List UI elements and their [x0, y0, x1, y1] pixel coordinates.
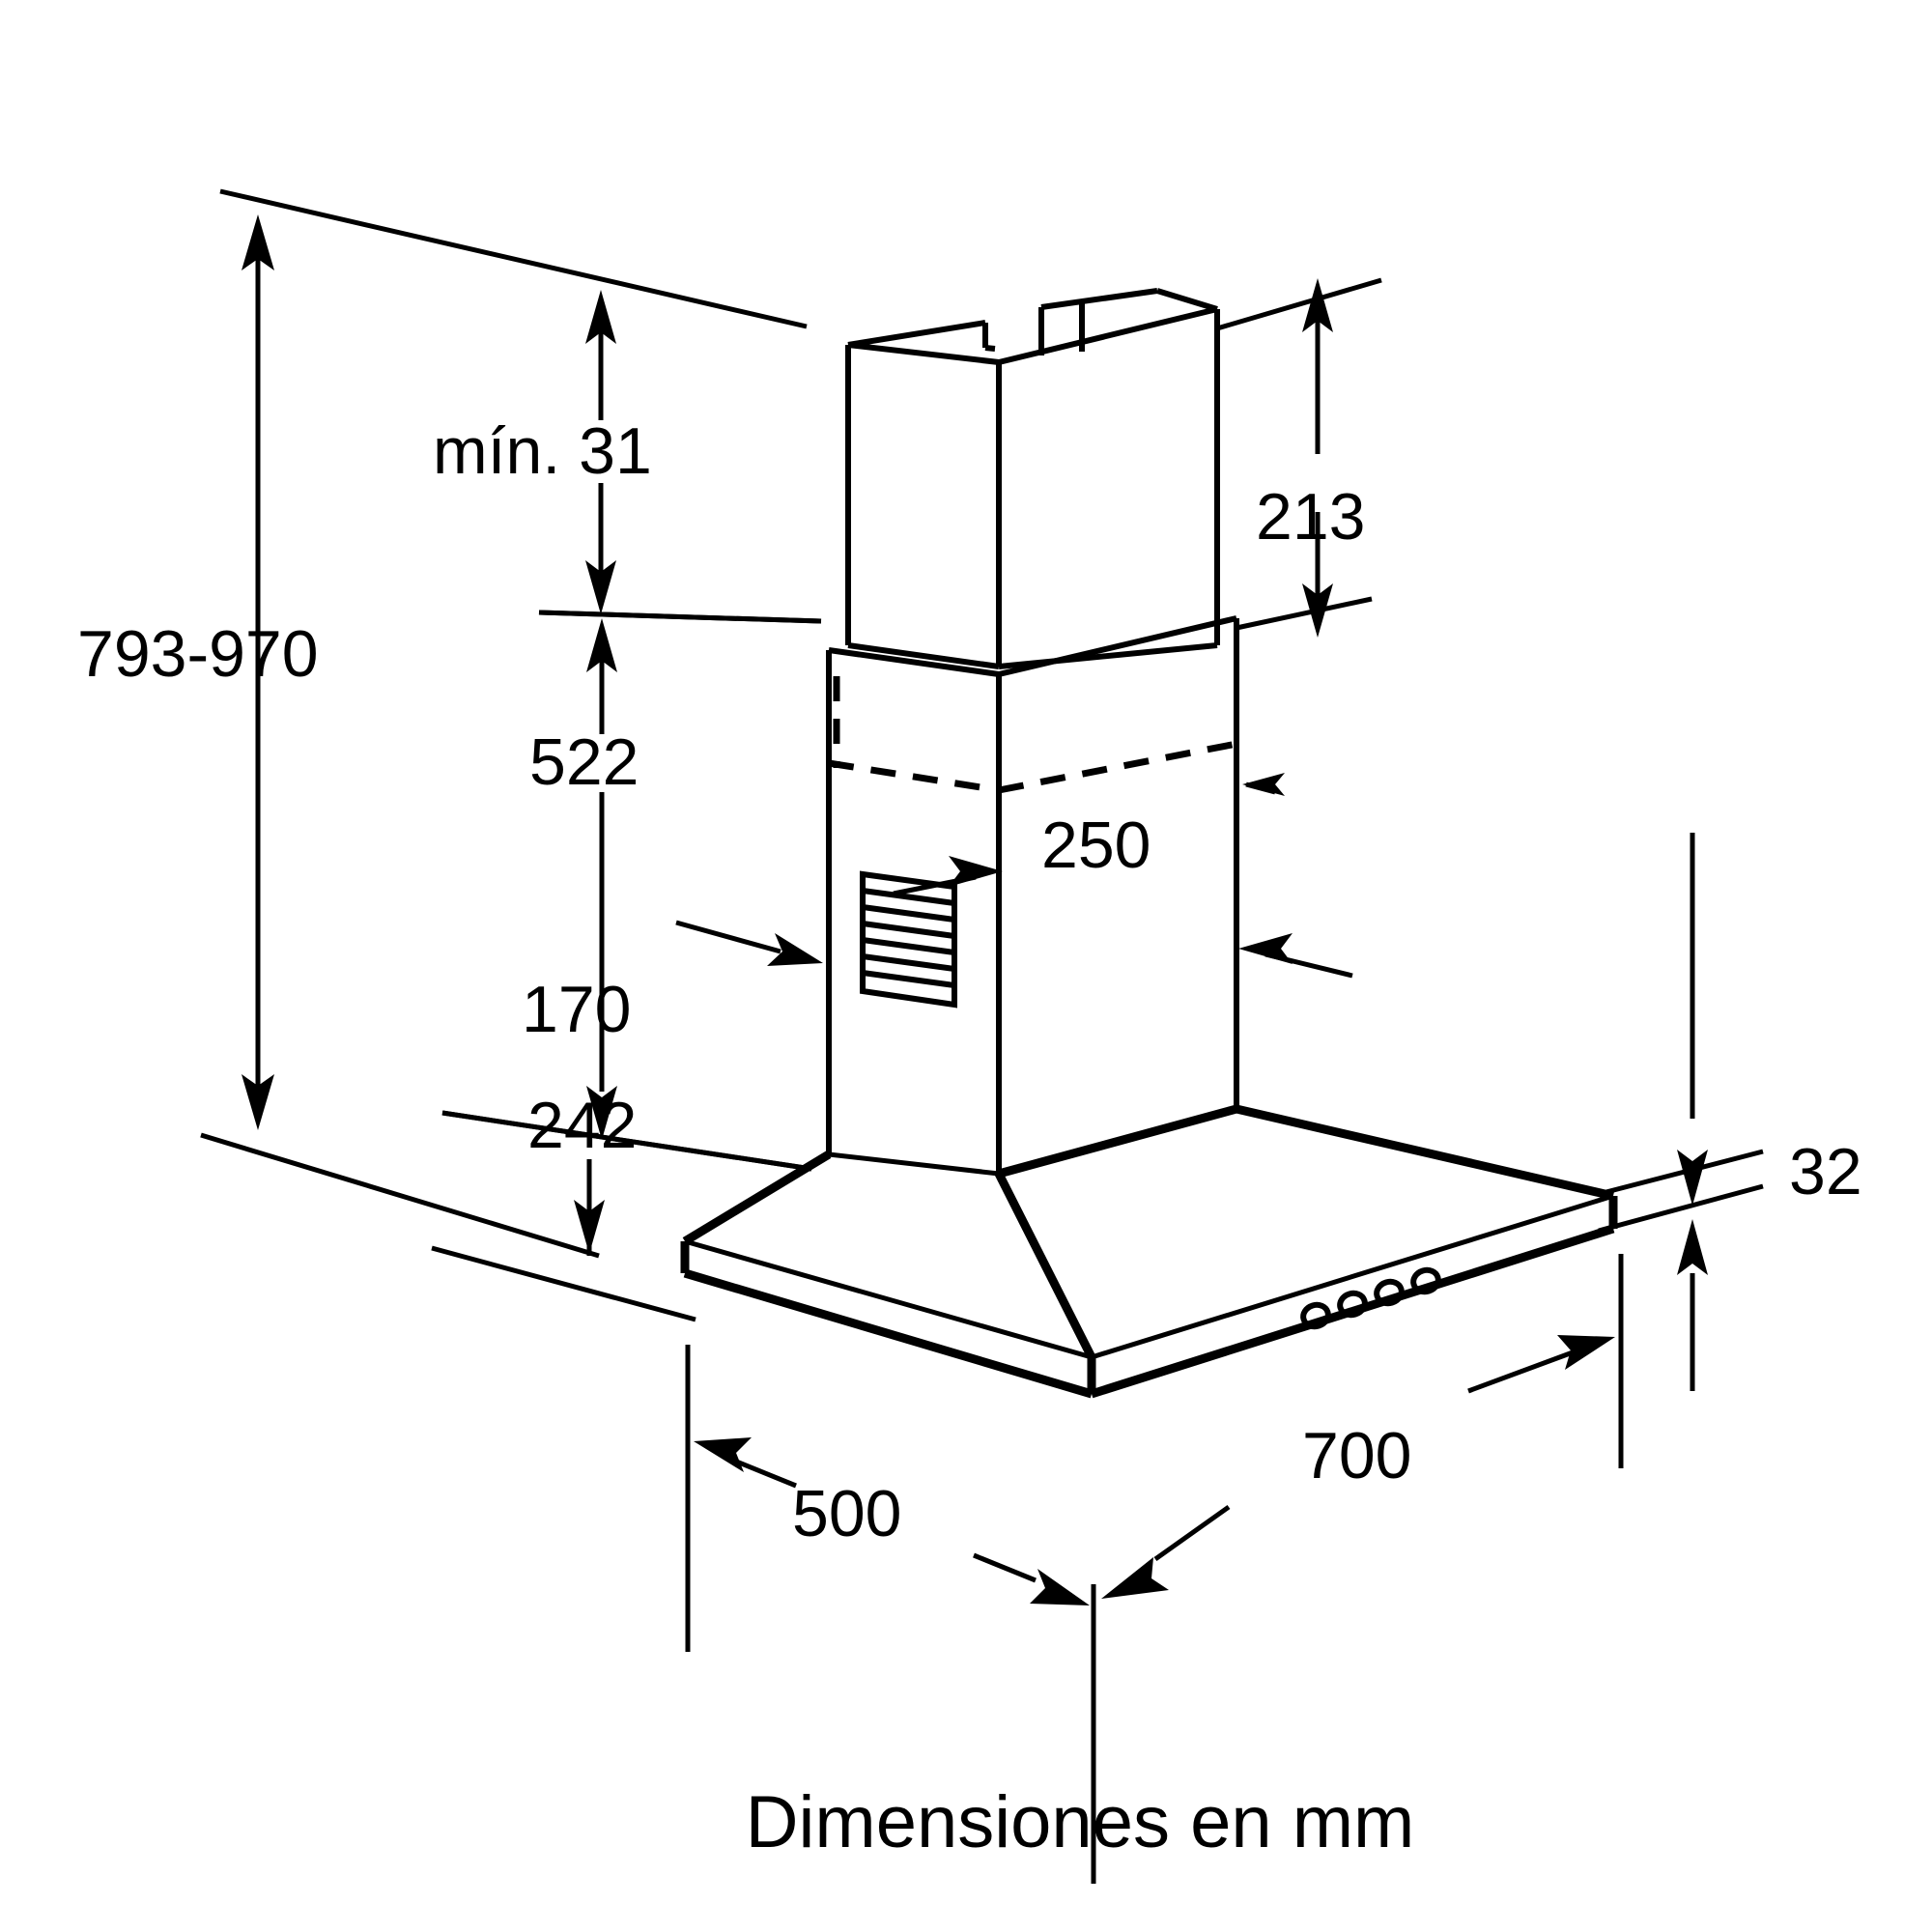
- dimension-500: 500: [685, 1345, 1096, 1884]
- leader-700-left: [1153, 1504, 1231, 1562]
- dim-label-32: 32: [1789, 1135, 1862, 1208]
- grille-slat-4: [862, 937, 955, 955]
- dim-label-213: 213: [1256, 480, 1365, 554]
- grille-slat-5: [862, 953, 955, 972]
- control-panel[interactable]: [1300, 1266, 1441, 1330]
- arrowhead-522-down: [586, 1086, 617, 1140]
- upper-chimney-top-left: [847, 320, 986, 348]
- dim-label-242: 242: [527, 1089, 637, 1162]
- dim-label-min-31: mín. 31: [433, 414, 652, 488]
- canopy-top-right-slope: [1235, 1104, 1615, 1201]
- dimension-170: 170: [522, 920, 823, 1046]
- canopy-top-right-edge: [997, 1104, 1238, 1179]
- dim-label-total-height: 793-970: [77, 617, 319, 691]
- upper-chimney-front-top: [847, 342, 1000, 365]
- lower-chimney-hidden-side: [998, 740, 1237, 794]
- dimension-total-height: 793-970: [77, 188, 808, 1259]
- grille-slat-3: [862, 921, 955, 939]
- arrowhead-522-up: [586, 618, 617, 672]
- control-button-1[interactable]: [1300, 1301, 1331, 1330]
- lower-chimney-hidden-front: [828, 759, 1000, 794]
- upper-chimney: [845, 288, 1220, 669]
- arrowhead-total-up: [242, 214, 274, 270]
- arrowhead-500-right: [1030, 1569, 1090, 1605]
- dim-label-250: 250: [1041, 809, 1151, 882]
- dimension-700: 700: [1101, 1254, 1624, 1599]
- ext-line-242-bottom: [431, 1245, 696, 1322]
- arrowhead-250-left: [949, 856, 1003, 887]
- arrowhead-total-down: [242, 1074, 274, 1130]
- dimension-213: 213: [1216, 277, 1382, 638]
- ext-line-213-top: [1216, 277, 1382, 331]
- ext-line-242-top: [441, 1110, 812, 1172]
- upper-chimney-tab2-top: [1040, 288, 1158, 310]
- ext-line-32-top: [1598, 1149, 1764, 1197]
- canopy-rim-right-lower: [1090, 1224, 1615, 1399]
- canopy-ridge-front: [994, 1171, 1096, 1360]
- arrowhead-500-left: [694, 1437, 752, 1472]
- ext-line-total-top: [219, 188, 808, 329]
- leader-170: [675, 920, 781, 954]
- upper-chimney-tab-join: [984, 345, 996, 352]
- upper-chimney-side-top: [998, 306, 1218, 365]
- arrowhead-700-left: [1101, 1557, 1169, 1599]
- ext-line-522-top: [538, 610, 822, 624]
- leader-700-right: [1467, 1350, 1574, 1394]
- dimension-250: 250: [893, 773, 1353, 979]
- arrowhead-700-right: [1557, 1335, 1615, 1370]
- arrowhead-min31-down: [585, 560, 616, 614]
- upper-chimney-tab2-slope: [1156, 288, 1218, 312]
- arrowhead-min31-up: [585, 290, 616, 344]
- grille-icon: [860, 870, 957, 1009]
- canopy-top-front-edge: [828, 1151, 1000, 1177]
- arrowhead-32-up: [1677, 1219, 1708, 1275]
- ext-line-total-bottom: [200, 1132, 600, 1259]
- dim-label-700: 700: [1302, 1419, 1411, 1492]
- arrowhead-170: [767, 933, 823, 966]
- dimension-32: 32: [1598, 833, 1862, 1391]
- arrowhead-32-down: [1677, 1150, 1708, 1206]
- lower-chimney: [826, 615, 1239, 1174]
- ext-line-32-bottom: [1598, 1183, 1764, 1234]
- dim-label-522: 522: [529, 725, 639, 799]
- canopy-left-face-bottom: [684, 1238, 1093, 1360]
- grille-slat-2: [862, 904, 955, 923]
- grille-outline: [860, 870, 957, 1009]
- ext-line-213-bottom: [1236, 596, 1373, 631]
- arrowhead-250-aux: [1242, 773, 1285, 796]
- lower-chimney-side-top: [998, 615, 1237, 677]
- dimension-min-31: mín. 31: [433, 290, 822, 624]
- product-illustration: [680, 288, 1618, 1399]
- leader-500-right: [973, 1552, 1037, 1583]
- grille-slat-6: [862, 970, 955, 988]
- arrowhead-242-up: [574, 1200, 605, 1254]
- leader-500-left: [733, 1458, 797, 1489]
- control-button-3[interactable]: [1374, 1278, 1405, 1307]
- grille-slat-1: [862, 888, 955, 906]
- control-button-2[interactable]: [1337, 1290, 1368, 1319]
- caption-dimensions-unit: Dimensiones en mm: [746, 1781, 1415, 1863]
- canopy-rim-left-lower: [683, 1268, 1094, 1399]
- dim-label-170: 170: [522, 973, 631, 1046]
- dim-label-500: 500: [792, 1477, 901, 1550]
- canopy: [680, 1104, 1618, 1399]
- dimension-522: 522: [441, 610, 822, 1172]
- control-button-4[interactable]: [1410, 1266, 1441, 1295]
- lower-chimney-front-top: [828, 647, 1000, 677]
- arrowhead-213-down: [1302, 583, 1333, 638]
- canopy-right-face-bottom: [1091, 1193, 1614, 1360]
- upper-chimney-front-bottom: [847, 642, 1000, 669]
- arrowhead-250-right: [1238, 933, 1293, 964]
- arrowhead-213-up: [1302, 278, 1333, 332]
- dimension-242: 242: [431, 1089, 812, 1322]
